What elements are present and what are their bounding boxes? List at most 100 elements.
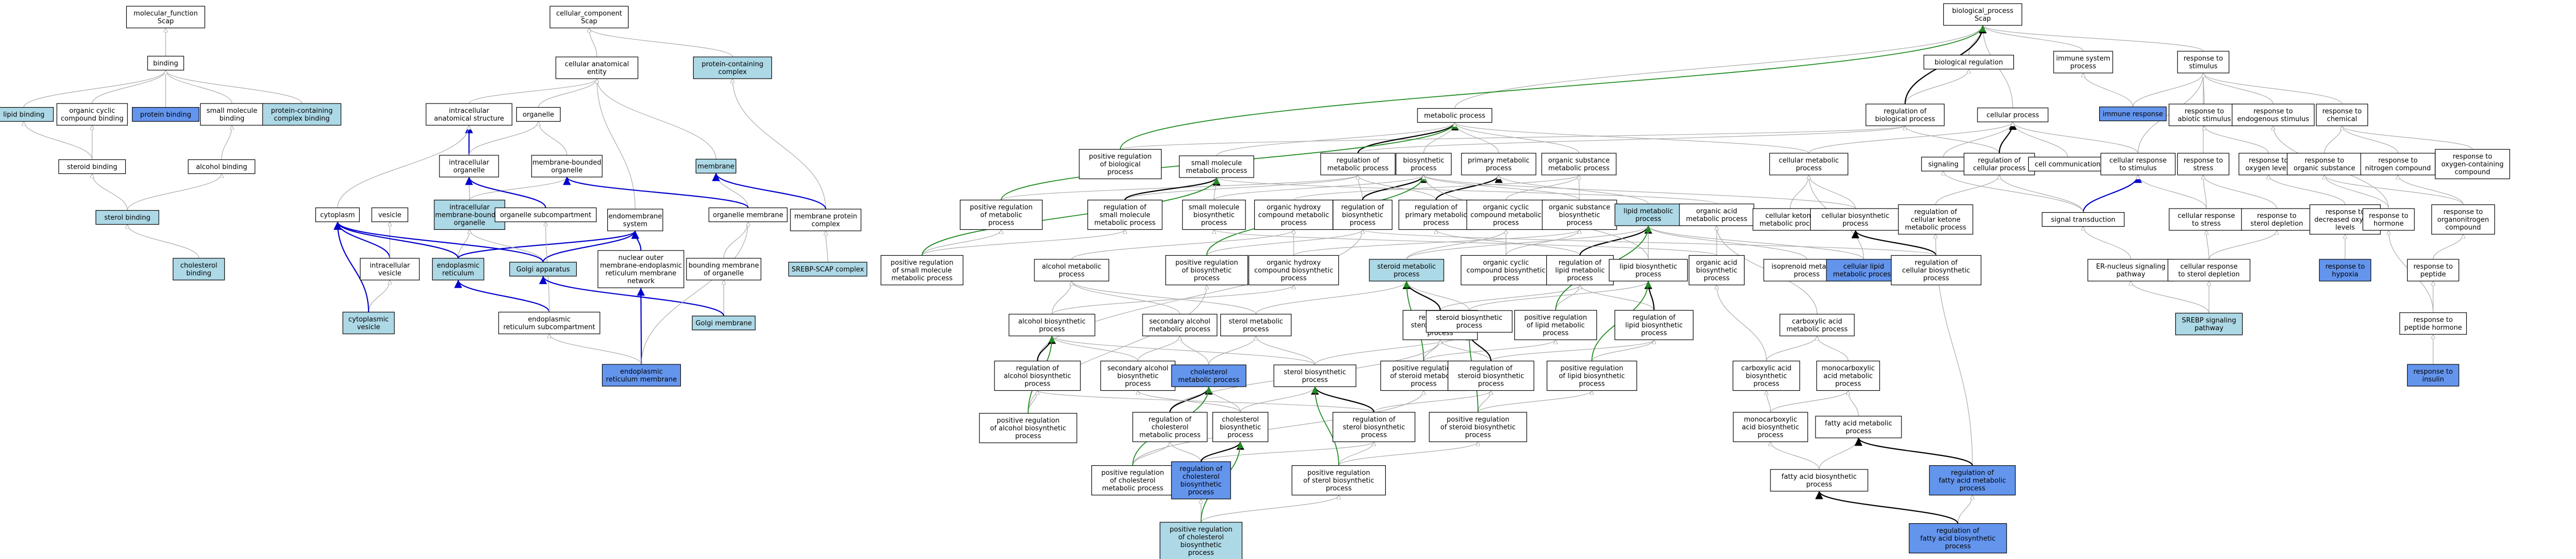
- edge-isa-resppeptide-to-resporgnit: [2433, 234, 2463, 260]
- node-box: [1447, 360, 1534, 391]
- edge-isa-cholbio-to-sterolbio: [1240, 386, 1315, 413]
- node-label: cellular_component: [556, 10, 622, 18]
- node-label: Scap: [157, 18, 174, 25]
- node-label: cell communication: [2035, 161, 2100, 169]
- node-box: [1810, 208, 1901, 231]
- node-label: positive regulation: [997, 417, 1059, 425]
- node-label: regulation of: [1337, 157, 1380, 165]
- node-label: binding: [186, 270, 211, 277]
- node-label: fatty acid biosynthetic: [1920, 535, 1995, 543]
- edge-isa-regcholbio-to-regsterolbio: [1201, 441, 1374, 462]
- node-label: response to: [2413, 368, 2453, 376]
- edge-isa-sigtrans-to-regcellproc: [1999, 174, 2084, 213]
- node-nuclear-outer-membrane-endoplasmic-reticulum-membrane-network: nuclear outermembrane-endoplasmicreticul…: [597, 250, 684, 288]
- node-box: [432, 258, 485, 281]
- node-label: process: [1107, 169, 1133, 176]
- node-organelle-subcompartment: organelle subcompartment: [494, 207, 597, 223]
- node-box: [1254, 199, 1334, 230]
- node-box: [1614, 310, 1694, 341]
- node-box: [1542, 199, 1617, 230]
- node-label: regulation of: [1470, 365, 1513, 373]
- node-label: compound binding: [61, 115, 123, 123]
- node-label: metabolic process: [1686, 215, 1748, 223]
- node-label: biological_process: [1952, 7, 2014, 15]
- edge-isa-cellcomm-to-cellproc: [2013, 122, 2068, 157]
- node-label: SREBP signaling: [2182, 317, 2236, 325]
- node-box: [58, 159, 126, 174]
- edge-isa-smbp-to-biosyn: [1213, 174, 1424, 201]
- edge-isa-regbp-to-bioreg: [1905, 69, 1969, 105]
- node-cytoplasm: cytoplasm: [315, 207, 360, 223]
- node-label: Scap: [1974, 15, 1991, 23]
- node-box: [126, 6, 206, 28]
- node-label: organelle membrane: [713, 212, 783, 219]
- edge-posreg-prbp-to-bp: [1120, 25, 1986, 150]
- node-box: [2168, 259, 2250, 282]
- node-label: regulation of: [1180, 465, 1223, 473]
- edge-reg-regfattymet-to-fattymet: [1854, 437, 1973, 466]
- node-label: process: [1635, 271, 1661, 278]
- node-box: [2407, 364, 2460, 387]
- node-box: [95, 210, 159, 225]
- edge-isa-regprimet-to-regmet: [1358, 174, 1437, 200]
- node-label: process: [1039, 326, 1065, 333]
- node-label: sterol biosynthetic: [1343, 424, 1405, 432]
- node-label: system: [623, 220, 648, 228]
- node-box: [1909, 523, 2007, 554]
- node-label: metabolic process: [1548, 165, 1610, 172]
- node-label: regulation of: [1937, 527, 1980, 535]
- node-box: [1546, 255, 1614, 286]
- edge-isa-ketmet-to-cellmet: [1790, 175, 1809, 209]
- node-label: sterol depletion: [2250, 220, 2303, 228]
- edge-reg-regfattybio-to-fattybio: [1815, 491, 1959, 524]
- node-label: sterol biosynthetic: [1284, 369, 1346, 376]
- node-label: stress: [2193, 165, 2214, 172]
- node-signal-transduction: signal transduction: [2042, 212, 2125, 227]
- node-box: [1461, 153, 1536, 175]
- node-box: [1541, 153, 1617, 175]
- node-label: process: [1635, 215, 1661, 223]
- node-label: steroid binding: [67, 164, 117, 171]
- edge-isa-occbp-to-osbp: [1505, 229, 1579, 256]
- node-label: process: [1024, 380, 1050, 388]
- node-label: cellular lipid: [1843, 263, 1884, 271]
- node-label: lipid binding: [3, 111, 45, 119]
- node-box: [1220, 314, 1292, 336]
- node-label: monocarboxylic: [1744, 416, 1797, 424]
- node-label: response to: [2453, 153, 2492, 161]
- node-label: response to: [2369, 212, 2408, 220]
- node-label: process: [1567, 219, 1592, 227]
- node-label: process: [1394, 271, 1419, 278]
- node-box: [2241, 208, 2312, 231]
- node-box: [994, 360, 1081, 391]
- node-box: [342, 312, 395, 334]
- node-box: [602, 364, 681, 387]
- node-box: [2435, 149, 2510, 180]
- node-label: compound metabolic: [1258, 212, 1329, 219]
- edge-isa-sterolmet-to-alcmet: [1072, 281, 1256, 315]
- edge-isa-pcc-to-cc: [589, 27, 733, 57]
- node-label: pathway: [2116, 271, 2145, 278]
- node-label: metabolic process: [1094, 219, 1156, 227]
- node-label: of steroid biosynthetic: [1440, 424, 1515, 432]
- node-box: [439, 155, 499, 178]
- edge-isa-cellrespsterdep-to-respsterdep: [2208, 230, 2277, 260]
- node-box: [2177, 51, 2230, 73]
- node-label: cellular biosynthetic: [1902, 267, 1970, 275]
- node-label: membrane protein: [794, 213, 857, 220]
- node-label: of biological: [1100, 161, 1141, 169]
- edge-isa-monocarbmet-to-carbacid: [1817, 335, 1849, 361]
- edge-isa-regsteroidbio-to-reglipbio: [1490, 339, 1654, 362]
- node-steroid-binding: steroid binding: [58, 159, 126, 174]
